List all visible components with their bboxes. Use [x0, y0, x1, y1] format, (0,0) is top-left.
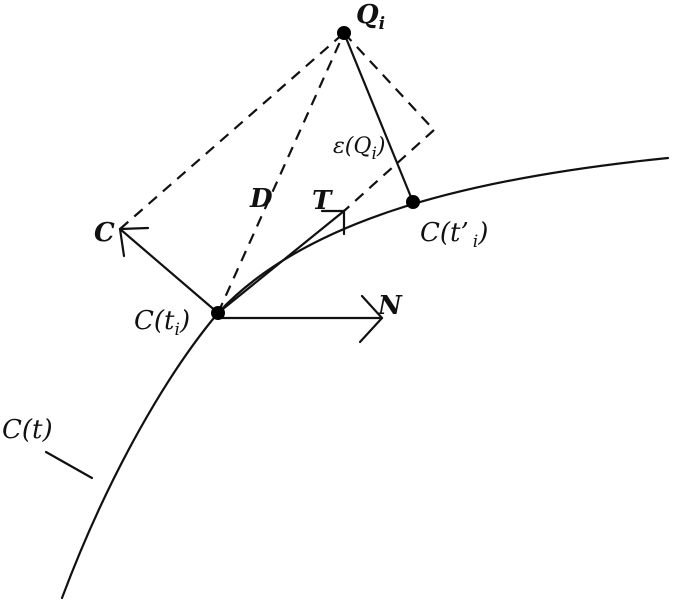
vector-c: [118, 227, 220, 315]
label-epsilon: ε(Qi): [333, 134, 385, 164]
segment-q-to-ctprime: [342, 31, 415, 204]
dashed-corner-to-t: [343, 129, 435, 212]
vector-c-arrowhead: [118, 226, 150, 258]
label-c-ti: C(ti): [134, 306, 190, 340]
label-t: T: [312, 186, 333, 216]
dashed-c-to-q: [119, 32, 345, 230]
vector-t: [216, 209, 346, 315]
label-c-vector: C: [94, 218, 115, 248]
label-c-tprime-i: C(t’i): [420, 218, 488, 252]
curve-label-leader: [44, 450, 94, 480]
label-d: D: [249, 184, 273, 214]
label-n: N: [377, 291, 403, 321]
curve-c: [60, 156, 670, 600]
point-cti: [211, 306, 225, 320]
dashed-q-to-corner: [343, 32, 435, 131]
label-c-t: C(t): [2, 415, 53, 445]
dashed-d-line: [216, 32, 346, 314]
point-q: [337, 26, 351, 40]
vector-n-arrowhead: [358, 294, 384, 344]
label-q: Qi: [356, 0, 385, 34]
point-ctprime: [406, 195, 420, 209]
